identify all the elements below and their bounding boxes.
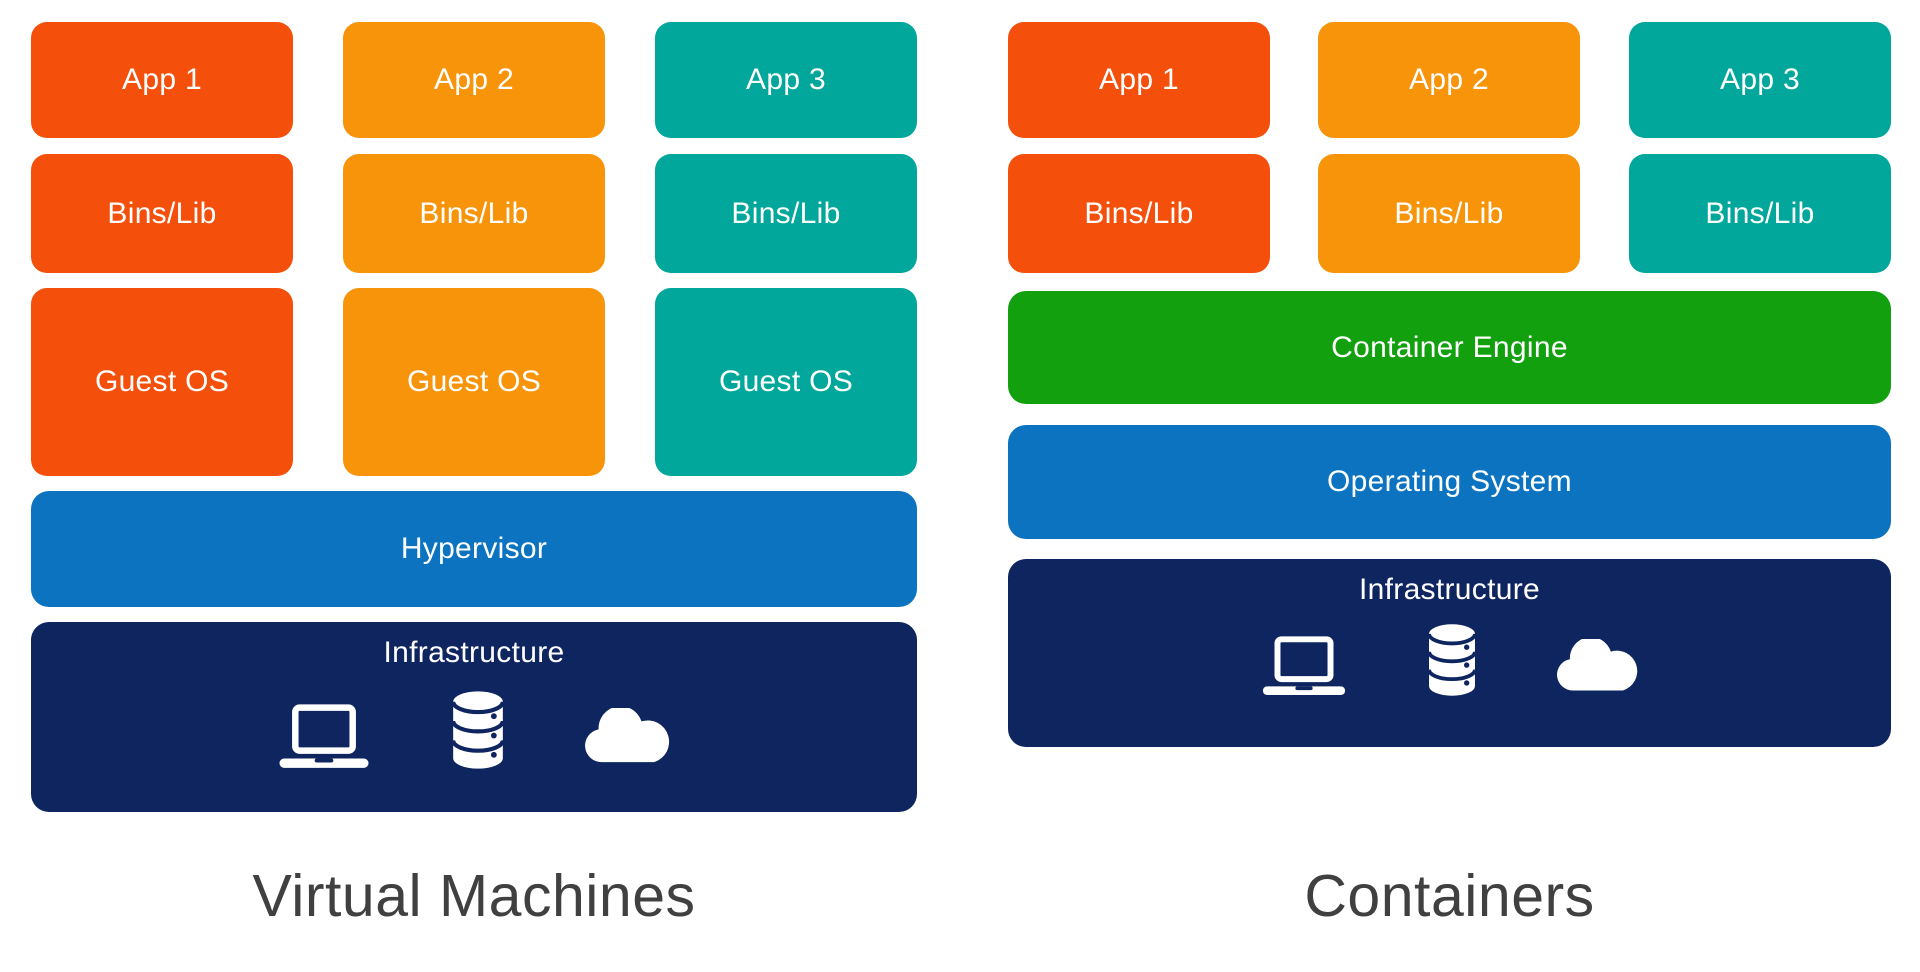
vm-infrastructure-icons — [276, 690, 672, 770]
vm-binslib1-label: Bins/Lib — [107, 196, 217, 230]
vm-binslib3-box: Bins/Lib — [655, 154, 917, 273]
container-app1-box: App 1 — [1008, 22, 1270, 138]
vm-guestos3-box: Guest OS — [655, 288, 917, 476]
container-app2-label: App 2 — [1409, 63, 1489, 96]
container-binslib3-label: Bins/Lib — [1705, 196, 1815, 230]
virtual-machines-panel: App 1 App 2 App 3 Bins/Lib Bins/Lib Bins… — [31, 0, 917, 972]
laptop-icon — [276, 704, 372, 770]
database-icon — [450, 690, 506, 770]
hypervisor-bar: Hypervisor — [31, 491, 917, 607]
vm-app1-box: App 1 — [31, 22, 293, 138]
container-infrastructure-icons — [1260, 623, 1640, 697]
virtual-machines-title: Virtual Machines — [252, 863, 696, 929]
container-infrastructure-bar: Infrastructure — [1008, 559, 1891, 747]
container-binslib1-label: Bins/Lib — [1084, 196, 1194, 230]
cloud-icon — [584, 708, 672, 764]
vm-infrastructure-label: Infrastructure — [383, 636, 565, 669]
vm-app3-label: App 3 — [746, 63, 826, 96]
vm-binslib3-label: Bins/Lib — [731, 196, 841, 230]
vm-infrastructure-bar: Infrastructure — [31, 622, 917, 812]
container-app1-label: App 1 — [1099, 63, 1179, 96]
container-engine-bar: Container Engine — [1008, 291, 1891, 404]
vm-guestos1-label: Guest OS — [94, 365, 230, 398]
vm-guestos2-label: Guest OS — [406, 365, 542, 398]
database-icon — [1426, 623, 1478, 697]
container-binslib3-box: Bins/Lib — [1629, 154, 1891, 273]
vm-binslib2-box: Bins/Lib — [343, 154, 605, 273]
vm-app2-label: App 2 — [434, 63, 514, 96]
cloud-icon — [1556, 639, 1640, 692]
vm-guestos2-box: Guest OS — [343, 288, 605, 476]
container-app3-box: App 3 — [1629, 22, 1891, 138]
vm-app2-box: App 2 — [343, 22, 605, 138]
container-binslib2-label: Bins/Lib — [1394, 196, 1504, 230]
vm-guestos1-box: Guest OS — [31, 288, 293, 476]
hypervisor-label: Hypervisor — [400, 532, 548, 565]
vm-binslib1-box: Bins/Lib — [31, 154, 293, 273]
vm-app3-box: App 3 — [655, 22, 917, 138]
vm-app1-label: App 1 — [122, 63, 202, 96]
vm-guestos3-label: Guest OS — [718, 365, 854, 398]
container-binslib2-box: Bins/Lib — [1318, 154, 1580, 273]
operating-system-label: Operating System — [1327, 465, 1572, 498]
container-binslib1-box: Bins/Lib — [1008, 154, 1270, 273]
containers-panel: App 1 App 2 App 3 Bins/Lib Bins/Lib Bins… — [1008, 0, 1891, 972]
operating-system-bar: Operating System — [1008, 425, 1891, 539]
container-engine-label: Container Engine — [1331, 330, 1568, 364]
laptop-icon — [1260, 636, 1348, 697]
containers-title: Containers — [1304, 863, 1595, 929]
vm-binslib2-label: Bins/Lib — [419, 196, 529, 230]
container-app3-label: App 3 — [1720, 63, 1800, 96]
container-app2-box: App 2 — [1318, 22, 1580, 138]
container-infrastructure-label: Infrastructure — [1359, 573, 1540, 606]
